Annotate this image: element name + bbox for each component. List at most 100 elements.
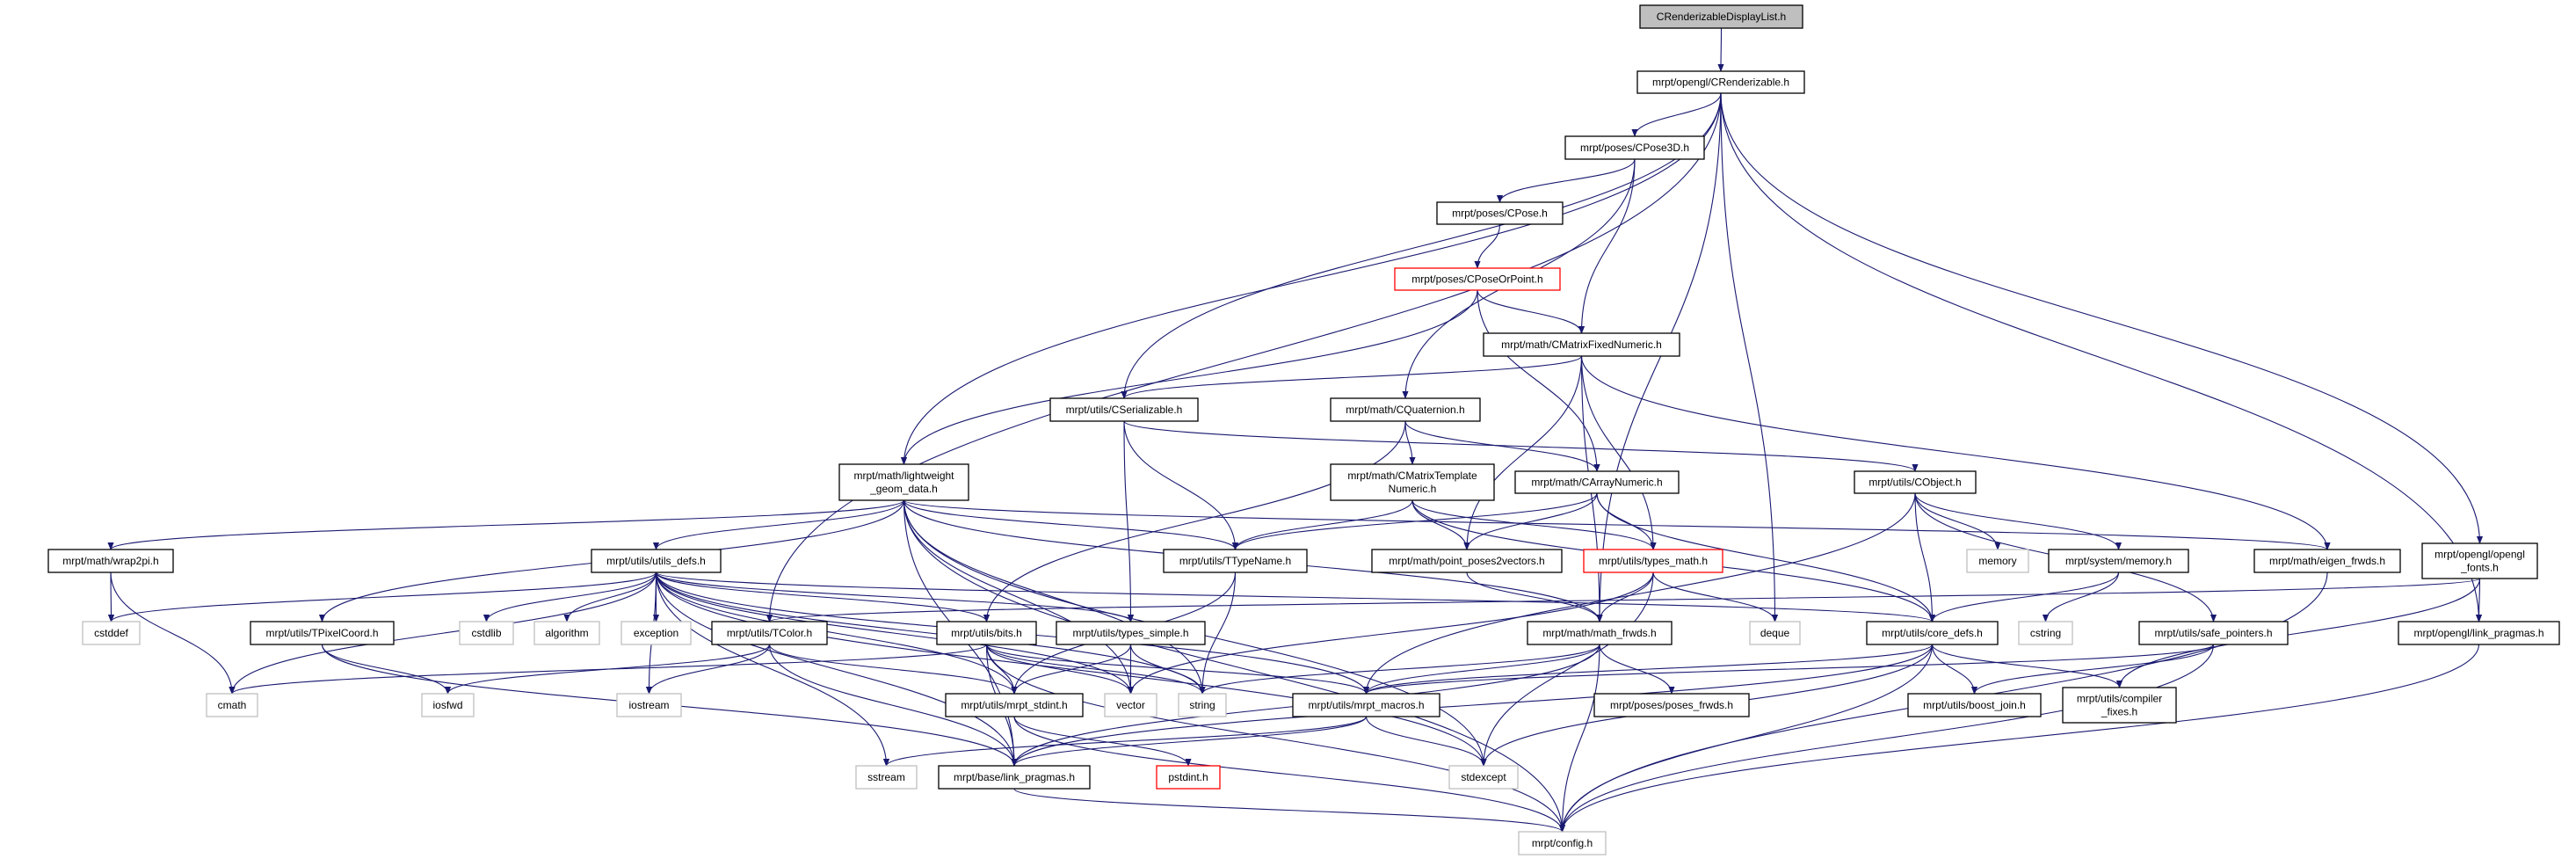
edge-mrptstdint-to-pstdint <box>1013 716 1192 767</box>
node-box <box>591 549 722 573</box>
node-cstddef[interactable]: cstddef <box>82 621 141 645</box>
node-box <box>1178 693 1227 717</box>
edge-cmatrixfixed-to-eigenfrwds <box>1580 355 2331 550</box>
node-iosfwd[interactable]: iosfwd <box>421 693 475 717</box>
edge-tpixelcoord-to-iosfwd <box>321 644 452 695</box>
node-box <box>945 693 1084 717</box>
node-stdexcept[interactable]: stdexcept <box>1448 765 1519 790</box>
edge-crenderizable-to-lightweight <box>900 92 1722 465</box>
node-crenderizable[interactable]: mrpt/opengl/CRenderizable.h <box>1636 70 1805 94</box>
edge-carraynumeric-to-ttypename <box>1232 492 1598 550</box>
edge-crenderizable-to-tcolor <box>766 92 1722 622</box>
node-mrptmacros[interactable]: mrpt/utils/mrpt_macros.h <box>1292 693 1440 717</box>
node-sstream[interactable]: sstream <box>855 765 918 790</box>
edge-lightweight-to-ttypename <box>903 499 1238 550</box>
node-compilerfixes[interactable]: mrpt/utils/compiler_fixes.h <box>2062 687 2177 724</box>
edge-tcolor-to-baselinkpragmas <box>768 644 1018 767</box>
edge-safepointers-to-boostjoin <box>1970 644 2215 695</box>
edge-lightweight-to-utilsdefs <box>652 499 905 550</box>
node-label: mrpt/math/lightweight <box>853 470 954 482</box>
node-ttypename[interactable]: mrpt/utils/TTypeName.h <box>1163 549 1308 573</box>
node-label: _fonts.h <box>2460 562 2499 574</box>
node-box <box>47 549 174 573</box>
edge-root-to-crenderizable <box>1717 27 1724 72</box>
node-cposeorpoint[interactable]: mrpt/poses/CPoseOrPoint.h <box>1394 267 1561 291</box>
node-box <box>1514 470 1680 494</box>
node-tcolor[interactable]: mrpt/utils/TColor.h <box>711 621 828 645</box>
node-cstdlib[interactable]: cstdlib <box>459 621 514 645</box>
node-config[interactable]: mrpt/config.h <box>1518 831 1607 855</box>
node-pstdint[interactable]: pstdint.h <box>1156 765 1221 790</box>
node-typessimple[interactable]: mrpt/utils/types_simple.h <box>1056 621 1206 645</box>
node-box <box>533 621 600 645</box>
node-posesfrwds[interactable]: mrpt/poses/poses_frwds.h <box>1593 693 1750 717</box>
node-typesmath[interactable]: mrpt/utils/types_math.h <box>1583 549 1723 573</box>
edge-cpose3d-to-cmatrixfixed <box>1578 158 1636 334</box>
node-bits[interactable]: mrpt/utils/bits.h <box>936 621 1037 645</box>
node-label: mrpt/utils/TTypeName.h <box>1179 555 1291 567</box>
node-exception[interactable]: exception <box>620 621 692 645</box>
edge-bits-to-vector <box>985 644 1135 695</box>
node-label: mrpt/utils/CSerializable.h <box>1066 404 1183 416</box>
node-root[interactable]: CRenderizableDisplayList.h <box>1639 4 1803 29</box>
node-safepointers[interactable]: mrpt/utils/safe_pointers.h <box>2138 621 2289 645</box>
node-cmatrixfixed[interactable]: mrpt/math/CMatrixFixedNumeric.h <box>1483 332 1680 357</box>
edge-crenderizable-to-opengllinkpragmas <box>1720 92 2483 622</box>
node-box <box>1527 621 1673 645</box>
node-utilsdefs[interactable]: mrpt/utils/utils_defs.h <box>591 549 722 573</box>
node-label: mrpt/utils/TColor.h <box>727 627 812 639</box>
node-pointposes[interactable]: mrpt/math/point_poses2vectors.h <box>1371 549 1563 573</box>
nodes-layer: CRenderizableDisplayList.h mrpt/opengl/CR… <box>47 4 2560 855</box>
node-label: mrpt/math/CQuaternion.h <box>1346 404 1464 416</box>
node-box <box>616 693 682 717</box>
node-boostjoin[interactable]: mrpt/utils/boost_join.h <box>1907 693 2042 717</box>
node-coredefs[interactable]: mrpt/utils/core_defs.h <box>1866 621 1999 645</box>
node-box <box>2421 542 2538 579</box>
node-mrptstdint[interactable]: mrpt/utils/mrpt_stdint.h <box>945 693 1084 717</box>
node-carraynumeric[interactable]: mrpt/math/CArrayNumeric.h <box>1514 470 1680 494</box>
node-label: iosfwd <box>432 699 462 711</box>
node-algorithm[interactable]: algorithm <box>533 621 600 645</box>
node-cobject[interactable]: mrpt/utils/CObject.h <box>1854 470 1977 494</box>
node-sysmemory[interactable]: mrpt/system/memory.h <box>2048 549 2189 573</box>
edge-mrptmacros-to-stdexcept <box>1365 716 1487 767</box>
node-vector[interactable]: vector <box>1104 693 1157 717</box>
edge-typessimple-to-mrptstdint <box>1011 644 1132 695</box>
node-cpose3d[interactable]: mrpt/poses/CPose3D.h <box>1564 135 1705 160</box>
node-wrap2pi[interactable]: mrpt/math/wrap2pi.h <box>47 549 174 573</box>
node-deque[interactable]: deque <box>1749 621 1801 645</box>
node-iostream[interactable]: iostream <box>616 693 682 717</box>
node-cquaternion[interactable]: mrpt/math/CQuaternion.h <box>1330 397 1481 422</box>
edge-openglfonts-to-opengllinkpragmas <box>2475 578 2483 622</box>
node-opengllinkpragmas[interactable]: mrpt/opengl/link_pragmas.h <box>2398 621 2560 645</box>
node-string[interactable]: string <box>1178 693 1227 717</box>
node-label: mrpt/poses/poses_frwds.h <box>1610 699 1733 711</box>
node-box <box>421 693 475 717</box>
node-memory[interactable]: memory <box>1966 549 2029 573</box>
edge-ttypename-to-string <box>1199 571 1237 695</box>
edge-coredefs-to-mrptmacros <box>1363 644 1934 695</box>
node-cserializable[interactable]: mrpt/utils/CSerializable.h <box>1049 397 1199 422</box>
node-box <box>1156 765 1221 790</box>
node-box <box>1564 135 1705 160</box>
node-box <box>1583 549 1723 573</box>
node-mathfrwds[interactable]: mrpt/math/math_frwds.h <box>1527 621 1673 645</box>
node-box <box>1394 267 1561 291</box>
edge-crenderizable-to-deque <box>1720 92 1779 622</box>
node-baselinkpragmas[interactable]: mrpt/base/link_pragmas.h <box>938 765 1091 790</box>
edge-typesmath-to-deque <box>1652 571 1779 622</box>
node-cmath[interactable]: cmath <box>206 693 258 717</box>
node-cpose[interactable]: mrpt/poses/CPose.h <box>1436 201 1564 225</box>
node-eigenfrwds[interactable]: mrpt/math/eigen_frwds.h <box>2253 549 2401 573</box>
node-lightweight[interactable]: mrpt/math/lightweight_geom_data.h <box>838 463 969 501</box>
node-cstring[interactable]: cstring <box>2018 621 2073 645</box>
edge-cobject-to-memory <box>1914 492 2001 550</box>
node-openglfonts[interactable]: mrpt/opengl/opengl_fonts.h <box>2421 542 2538 579</box>
node-tpixelcoord[interactable]: mrpt/utils/TPixelCoord.h <box>250 621 395 645</box>
node-box <box>1330 463 1495 501</box>
node-label: deque <box>1760 627 1790 639</box>
node-label: cstddef <box>94 627 128 639</box>
edge-cposeorpoint-to-cmatrixfixed <box>1477 289 1586 334</box>
